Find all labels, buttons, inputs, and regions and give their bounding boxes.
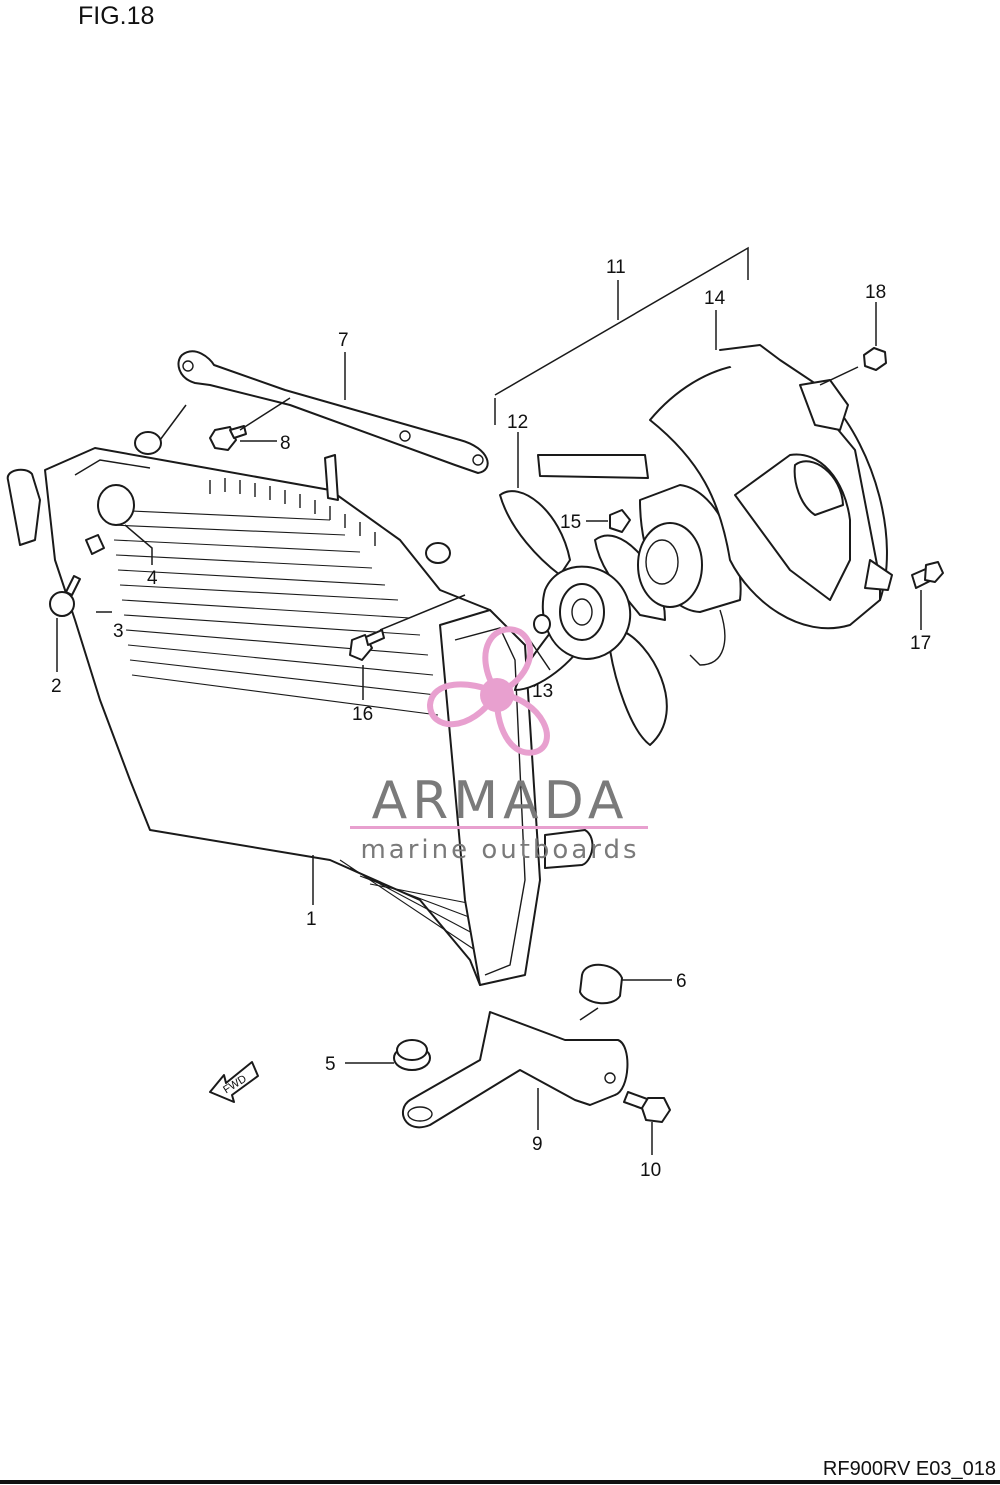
callout-2: 2 bbox=[51, 676, 62, 697]
callout-14: 14 bbox=[704, 288, 726, 309]
callout-4: 4 bbox=[147, 568, 158, 589]
forward-direction-marker: FWD bbox=[209, 1061, 259, 1103]
grommet-6 bbox=[579, 963, 623, 1005]
callout-1: 1 bbox=[306, 909, 317, 930]
radiator-upper-bracket bbox=[177, 350, 489, 474]
bottom-rule bbox=[0, 1480, 1000, 1484]
callout-12: 12 bbox=[507, 412, 528, 433]
radiator-core-fins bbox=[109, 509, 479, 951]
callout-9: 9 bbox=[532, 1134, 543, 1155]
watermark-brand: ARMADA bbox=[372, 771, 629, 831]
watermark-divider bbox=[350, 826, 648, 829]
armada-watermark: ARMADA marine outboards bbox=[350, 626, 648, 865]
callout-3: 3 bbox=[113, 621, 124, 642]
cooling-fan-blade bbox=[499, 490, 668, 746]
callout-numbers: 1 2 3 4 5 6 7 8 9 10 11 12 13 14 15 16 1… bbox=[51, 257, 931, 1181]
nut-18 bbox=[863, 347, 887, 371]
radiator-cushion-4 bbox=[97, 431, 162, 526]
bolt-10 bbox=[623, 1091, 671, 1123]
callout-11: 11 bbox=[606, 257, 626, 278]
fan-motor bbox=[637, 484, 742, 666]
radiator-lower-bracket bbox=[401, 1011, 629, 1129]
watermark-tagline: marine outboards bbox=[360, 835, 639, 865]
figure-code: RF900RV E03_018 bbox=[822, 1458, 996, 1480]
figure-title: FIG.18 bbox=[78, 2, 155, 30]
callout-7: 7 bbox=[338, 330, 349, 351]
radiator-grommet-2 bbox=[49, 575, 81, 617]
callout-5: 5 bbox=[325, 1054, 336, 1075]
callout-17: 17 bbox=[910, 633, 931, 654]
propeller-logo-icon bbox=[426, 626, 550, 756]
callout-15: 15 bbox=[560, 512, 581, 533]
callout-6: 6 bbox=[676, 971, 687, 992]
fan-shroud bbox=[537, 344, 893, 630]
fan-nut-13 bbox=[533, 614, 551, 634]
callout-18: 18 bbox=[865, 282, 886, 303]
callout-13: 13 bbox=[532, 681, 553, 702]
bolt-16 bbox=[349, 629, 385, 661]
callout-10: 10 bbox=[640, 1160, 661, 1181]
callout-16: 16 bbox=[352, 704, 373, 725]
callout-8: 8 bbox=[280, 433, 291, 454]
grommet-5 bbox=[393, 1039, 431, 1071]
screw-15 bbox=[609, 509, 631, 533]
callout-leader-lines bbox=[56, 246, 922, 1155]
radiator-collar-3 bbox=[85, 534, 105, 555]
radiator bbox=[6, 447, 594, 986]
bolt-17 bbox=[911, 561, 944, 589]
